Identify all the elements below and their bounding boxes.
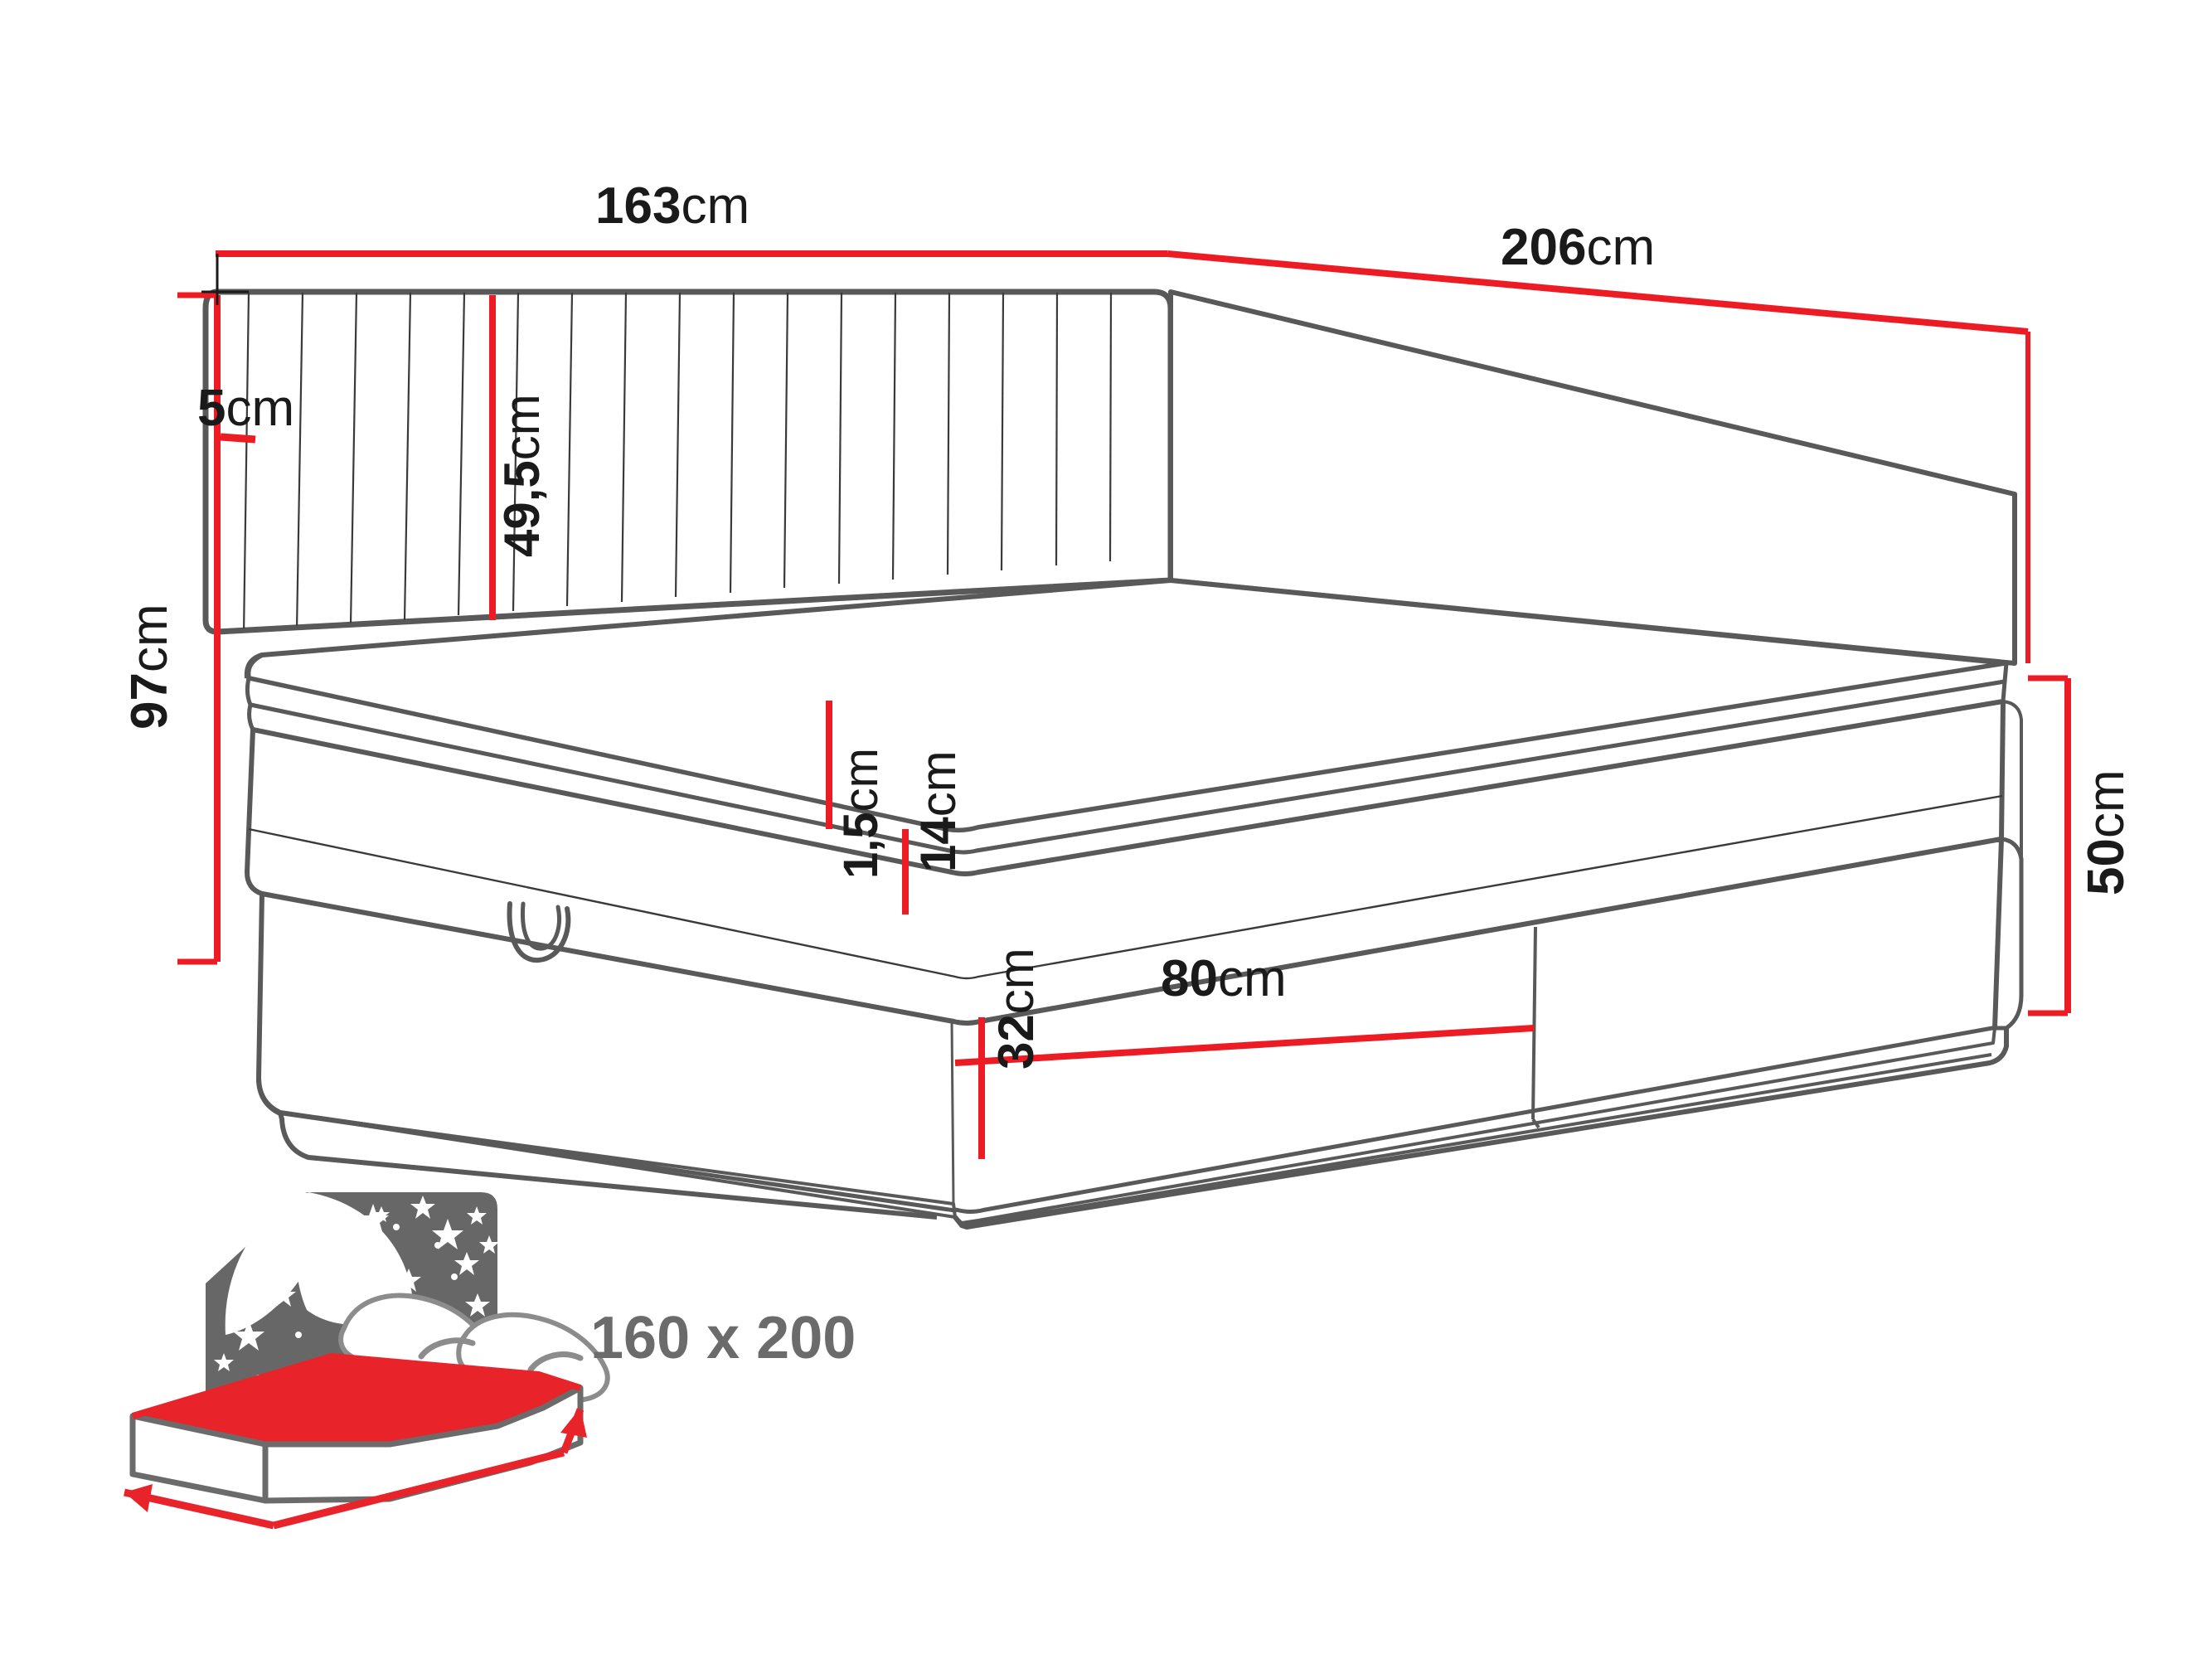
dim-unit-1-5: cm [834, 748, 888, 813]
dim-unit-97: cm [121, 604, 178, 673]
dim-unit-5: cm [226, 380, 295, 437]
dim-value-49-5: 49,5 [494, 460, 550, 557]
dim-unit-50: cm [2078, 769, 2135, 839]
dim-unit-206: cm [1586, 219, 1656, 276]
dim-unit-80: cm [1217, 950, 1287, 1007]
dimension-label-50cm: 50cm [2078, 769, 2135, 895]
bed-body-group [202, 289, 2024, 1230]
mattress-size-icon [124, 1192, 610, 1530]
dimension-label-1-5cm: 1,5cm [834, 748, 888, 879]
dim-value-1-5: 1,5 [834, 812, 888, 879]
dim-unit-49-5: cm [494, 394, 550, 461]
dim-value-80: 80 [1161, 950, 1218, 1007]
dimline-5cm [220, 433, 256, 444]
dimension-label-14cm: 14cm [910, 750, 966, 872]
dimline-206 [1167, 250, 2029, 335]
drawer-divider-left [950, 1021, 955, 1205]
mattress-icon-arrows [124, 1408, 587, 1530]
dim-value-14: 14 [910, 817, 966, 872]
leader-lines [201, 254, 249, 305]
drawer-divider [1531, 926, 1540, 1129]
dim-value-32: 32 [988, 1014, 1044, 1070]
dimension-label-80cm: 80cm [1161, 953, 1287, 1005]
drawer-handle-icon [507, 901, 571, 963]
mattress-block [129, 1353, 584, 1504]
dimension-label-32cm: 32cm [988, 948, 1044, 1070]
box-bottom-edge [278, 1026, 2009, 1230]
dim-value-206: 206 [1501, 219, 1587, 276]
dimension-label-5cm: 5cm [197, 383, 294, 434]
dim-value-97: 97 [121, 672, 178, 730]
dim-unit-163: cm [681, 177, 750, 235]
dim-unit-32: cm [988, 948, 1044, 1015]
dimension-label-97cm: 97cm [121, 604, 178, 730]
dim-value-163: 163 [595, 177, 682, 235]
dimension-lines-group [177, 250, 2071, 1159]
mattress-size-label: 160 x 200 [590, 1305, 856, 1371]
dimension-label-206: 206cm [1501, 222, 1655, 274]
dimension-label-49-5cm: 49,5cm [494, 394, 550, 557]
headboard-side-face [1168, 289, 2017, 666]
dimline-80 [954, 1025, 1535, 1066]
dimension-label-163: 163cm [595, 181, 749, 232]
dim-unit-14: cm [910, 750, 966, 817]
headboard-panel [202, 289, 1174, 635]
dim-value-50: 50 [2078, 838, 2135, 895]
dim-value-5: 5 [197, 380, 226, 437]
